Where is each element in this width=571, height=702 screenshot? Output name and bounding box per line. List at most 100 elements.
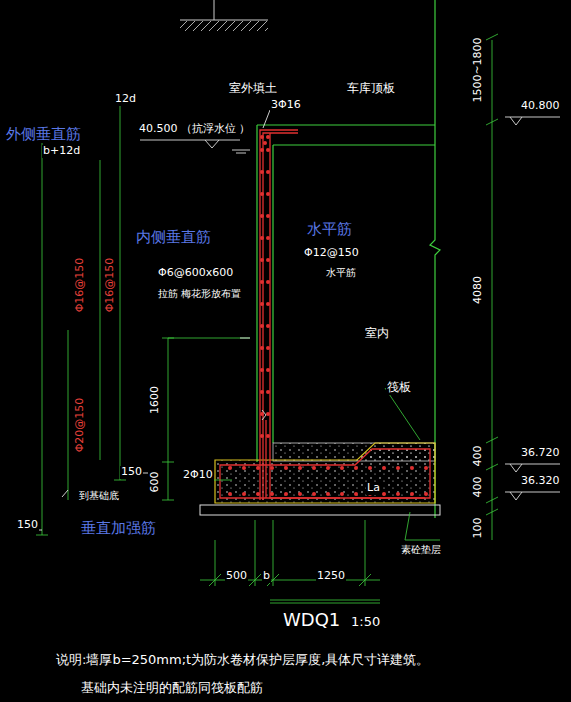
rebar-dot bbox=[260, 346, 264, 350]
rebar-dot bbox=[266, 280, 270, 284]
rebar-dot bbox=[284, 466, 288, 470]
rebar-dot bbox=[266, 192, 270, 196]
dimension-text: 600 bbox=[149, 471, 162, 494]
rebar-dot bbox=[260, 236, 264, 240]
dimension-text: 150 bbox=[120, 466, 143, 479]
dimension-text: 筏板 bbox=[386, 381, 412, 395]
dimension-text: 400 bbox=[472, 476, 485, 499]
dimension-text: 1250 bbox=[316, 570, 346, 583]
rebar-dot bbox=[424, 492, 428, 496]
dimension-text: 室外填土 bbox=[228, 82, 278, 96]
dimension-text: 拉筋 梅花形放布置 bbox=[157, 288, 242, 300]
dimension-text: 40.800 bbox=[520, 100, 561, 113]
cushion bbox=[200, 505, 440, 515]
rebar-dot bbox=[242, 492, 246, 496]
rebar-dot bbox=[298, 492, 302, 496]
dimension-text: Φ6@600x600 bbox=[157, 267, 234, 280]
dimension-text: 36.720 bbox=[520, 447, 561, 460]
rebar-dot bbox=[354, 466, 358, 470]
rebar-dot bbox=[368, 466, 372, 470]
rebar-dot bbox=[266, 258, 270, 262]
rebar-dot bbox=[266, 434, 270, 438]
rebar-dot bbox=[284, 492, 288, 496]
dimension-text: Φ12@150 bbox=[303, 247, 360, 260]
dimension-text: 36.320 bbox=[520, 475, 561, 488]
dimension-text: 12d bbox=[114, 93, 137, 106]
rebar-dot bbox=[256, 492, 260, 496]
dimension-text: 水平筋 bbox=[325, 267, 357, 279]
rebar-dot bbox=[410, 466, 414, 470]
rebar-dot bbox=[260, 434, 264, 438]
dimension-text: 100 bbox=[472, 517, 485, 540]
rebar-dot bbox=[312, 466, 316, 470]
rebar-dot bbox=[396, 466, 400, 470]
rebar-dot bbox=[326, 466, 330, 470]
dimension-text: 3Φ16 bbox=[270, 99, 302, 112]
dimension-text: 到基础底 bbox=[78, 490, 120, 502]
rebar-dot bbox=[354, 492, 358, 496]
dimension-text: 150 bbox=[16, 519, 39, 532]
rebar-dot bbox=[266, 412, 270, 416]
rebar-dot bbox=[228, 466, 232, 470]
rebar-name: 外侧垂直筋 bbox=[5, 126, 82, 143]
dimension-text: 说明:墙厚b=250mm;t为防水卷材保护层厚度,具体尺寸详建筑。 bbox=[55, 653, 430, 668]
rebar-dot bbox=[266, 214, 270, 218]
dimension-text: 车库顶板 bbox=[346, 82, 396, 96]
leaders bbox=[18, 110, 270, 530]
rebar-dot bbox=[326, 492, 330, 496]
rebar-dot bbox=[260, 135, 264, 139]
rebar-dot bbox=[266, 148, 270, 152]
raft bbox=[215, 443, 435, 503]
dimension-lines bbox=[36, 34, 498, 603]
rebar-dot bbox=[260, 324, 264, 328]
dimension-text: 40.500 （抗浮水位 ） bbox=[138, 123, 251, 136]
rebar-dot bbox=[312, 492, 316, 496]
rebar-dot bbox=[382, 492, 386, 496]
rebar-dot bbox=[260, 368, 264, 372]
rebar-dot bbox=[340, 466, 344, 470]
rebar-dot bbox=[410, 492, 414, 496]
rebar bbox=[220, 130, 430, 500]
dimension-text: 素砼垫层 bbox=[400, 544, 442, 556]
rebar-dot bbox=[228, 492, 232, 496]
rebar-dot bbox=[256, 466, 260, 470]
rebar-name: 水平筋 bbox=[306, 221, 353, 238]
dimension-text: 400 bbox=[472, 445, 485, 468]
concrete-outline bbox=[257, 0, 440, 518]
rebar-dot bbox=[266, 236, 270, 240]
rebar-dot bbox=[266, 135, 270, 139]
dimension-text: 1600 bbox=[149, 385, 162, 415]
rebar-name: 内侧垂直筋 bbox=[135, 229, 212, 246]
dimension-text: 2Φ10 bbox=[182, 469, 214, 482]
rebar-dot bbox=[270, 466, 274, 470]
rebar-dot bbox=[263, 141, 267, 145]
dimension-text: 1:50 bbox=[350, 615, 381, 630]
dimension-text: 基础内未注明的配筋同筏板配筋 bbox=[80, 681, 264, 696]
rebar-dot bbox=[266, 170, 270, 174]
rebar-dot bbox=[260, 214, 264, 218]
dimension-text: b bbox=[262, 570, 271, 583]
drawing-title: WDQ1 bbox=[282, 610, 341, 631]
rebar-dot bbox=[260, 148, 264, 152]
rebar-dot bbox=[396, 492, 400, 496]
rebar-dot bbox=[260, 170, 264, 174]
ground bbox=[180, 0, 268, 31]
rebar-dot bbox=[260, 412, 264, 416]
rebar-dots bbox=[228, 135, 428, 496]
rebar-dot bbox=[260, 192, 264, 196]
rebar-dot bbox=[266, 346, 270, 350]
rebar-dot bbox=[266, 390, 270, 394]
dimension-text: 1500~1800 bbox=[472, 36, 485, 103]
dimension-text: 室内 bbox=[364, 327, 390, 341]
rebar-dot bbox=[260, 280, 264, 284]
rebar-dot bbox=[340, 492, 344, 496]
rebar-name: 垂直加强筋 bbox=[80, 520, 157, 537]
rebar-dot bbox=[242, 466, 246, 470]
rebar-dot bbox=[266, 302, 270, 306]
dimension-text: Φ16@150 bbox=[74, 257, 87, 314]
rebar-dot bbox=[260, 390, 264, 394]
level-marks bbox=[140, 117, 560, 500]
rebar-dot bbox=[260, 258, 264, 262]
rebar-dot bbox=[260, 302, 264, 306]
rebar-dot bbox=[298, 466, 302, 470]
